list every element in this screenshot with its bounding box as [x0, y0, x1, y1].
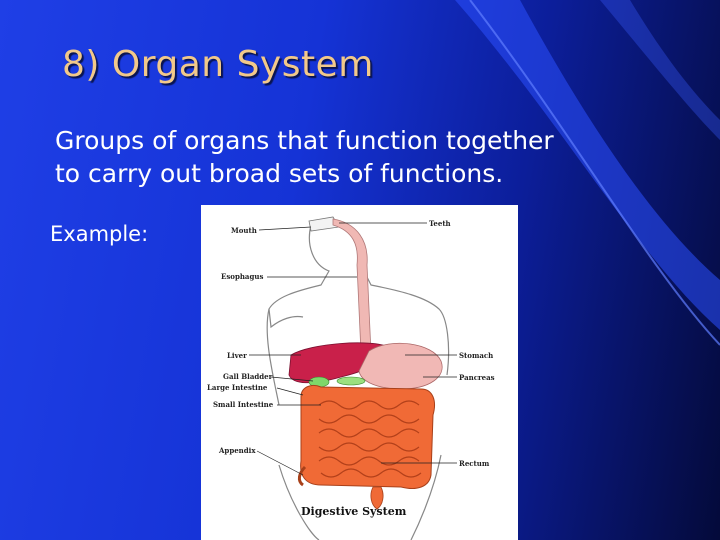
- label-pancreas: Pancreas: [459, 373, 495, 382]
- appendix-shape: [297, 465, 307, 487]
- diagram-caption: Digestive System: [301, 505, 407, 518]
- small-intestine-coils: [318, 400, 422, 478]
- esophagus-tube: [332, 218, 372, 354]
- definition-text: Groups of organs that function together …: [55, 124, 675, 190]
- slide-title: 8) Organ System: [62, 44, 374, 85]
- body-outline-right: [360, 264, 450, 376]
- label-appendix: Appendix: [218, 446, 256, 455]
- label-teeth: Teeth: [429, 219, 451, 228]
- label-rectum: Rectum: [459, 459, 490, 468]
- body-outline-left-side: [266, 308, 280, 406]
- pancreas-shape: [336, 376, 366, 386]
- label-large-intestine: Large Intestine: [207, 383, 268, 392]
- body-outline: [268, 224, 330, 329]
- body-outline-hips: [278, 454, 442, 540]
- leader-lines: [249, 222, 457, 476]
- label-esophagus: Esophagus: [221, 272, 263, 281]
- label-small-intestine: Small Intestine: [213, 400, 274, 409]
- digestive-system-diagram: Mouth Teeth Esophagus Liver Stomach Gall…: [201, 205, 518, 540]
- rectum-shape: [370, 486, 384, 510]
- diagram-svg: Mouth Teeth Esophagus Liver Stomach Gall…: [207, 216, 495, 540]
- example-label: Example:: [50, 222, 149, 246]
- label-liver: Liver: [227, 351, 247, 360]
- label-mouth: Mouth: [231, 226, 257, 235]
- label-stomach: Stomach: [459, 351, 493, 360]
- definition-line-1: Groups of organs that function together: [55, 126, 554, 155]
- stomach-shape: [358, 342, 443, 390]
- definition-line-2: to carry out broad sets of functions.: [55, 159, 504, 188]
- label-gall-bladder: Gall Bladder: [223, 372, 273, 381]
